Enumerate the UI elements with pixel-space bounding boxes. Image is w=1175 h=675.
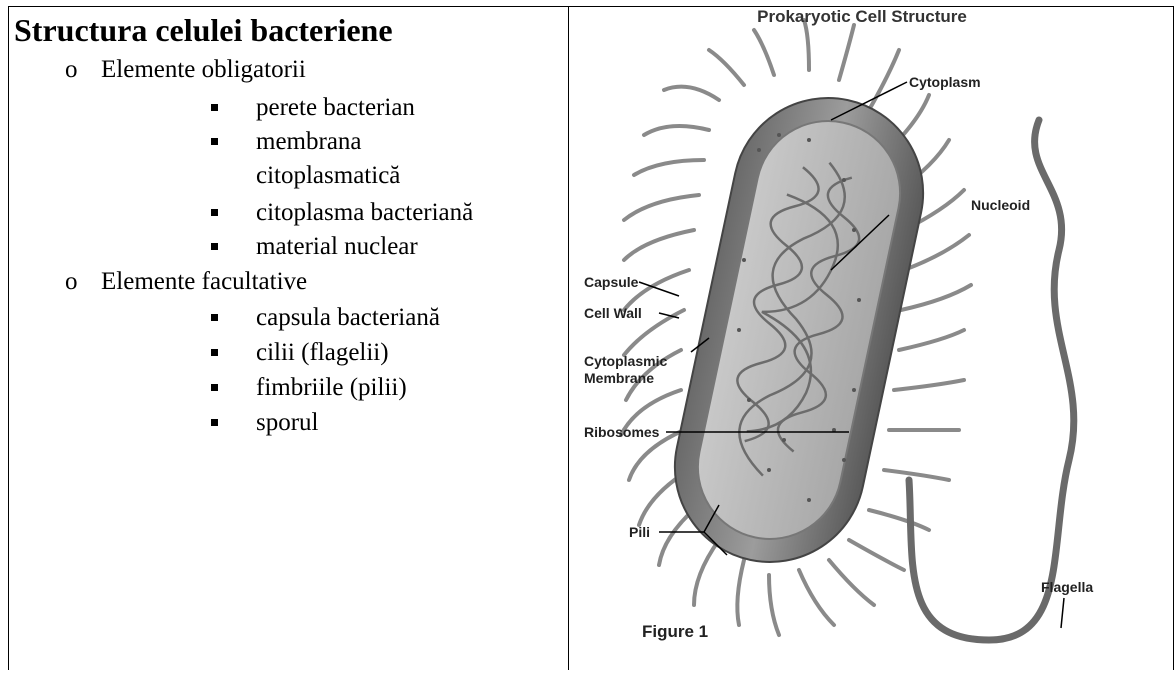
bullet-square-icon (211, 209, 218, 216)
list-item-group-1: o Elemente obligatorii (101, 55, 306, 85)
bullet-square-icon (211, 138, 218, 145)
svg-text:Cytoplasm: Cytoplasm (909, 74, 981, 90)
svg-text:Cytoplasmic: Cytoplasmic (584, 353, 667, 369)
section-title: Structura celulei bacteriene (14, 8, 393, 52)
label-flagella: Flagella (1041, 579, 1093, 628)
svg-text:Pili: Pili (629, 524, 650, 540)
bullet-square-icon (211, 314, 218, 321)
figure-panel: Prokaryotic Cell Structure Cytoplasm Nuc… (569, 0, 1174, 670)
figure-title: Prokaryotic Cell Structure (757, 7, 967, 26)
svg-text:Flagella: Flagella (1041, 579, 1093, 595)
list-item: fimbriile (pilii) (256, 373, 407, 403)
label-cytoplasmic-membrane: Cytoplasmic Membrane (584, 338, 709, 386)
list-item: material nuclear (256, 232, 418, 262)
figure-caption: Figure 1 (642, 622, 708, 641)
bullet-square-icon (211, 243, 218, 250)
group-label: Elemente obligatorii (101, 56, 306, 83)
list-item-continuation: citoplasmatică (256, 161, 400, 191)
svg-text:Membrane: Membrane (584, 370, 654, 386)
list-item-group-2: o Elemente facultative (101, 267, 307, 297)
list-item: citoplasma bacteriană (256, 198, 473, 228)
label-capsule: Capsule (584, 274, 679, 296)
list-item: sporul (256, 408, 319, 438)
list-marker: o (65, 267, 78, 297)
list-item: membrana (256, 127, 362, 157)
bullet-square-icon (211, 104, 218, 111)
bullet-square-icon (211, 419, 218, 426)
list-item: capsula bacteriană (256, 303, 440, 333)
svg-text:Capsule: Capsule (584, 274, 639, 290)
svg-text:Ribosomes: Ribosomes (584, 424, 660, 440)
svg-text:Nucleoid: Nucleoid (971, 197, 1030, 213)
svg-text:Cell Wall: Cell Wall (584, 305, 642, 321)
bullet-square-icon (211, 349, 218, 356)
list-marker: o (65, 55, 78, 85)
list-item: cilii (flagelii) (256, 338, 389, 368)
bullet-square-icon (211, 384, 218, 391)
list-item: perete bacterian (256, 93, 415, 123)
group-label: Elemente facultative (101, 268, 307, 295)
prokaryotic-cell-figure: Prokaryotic Cell Structure Cytoplasm Nuc… (569, 0, 1174, 670)
